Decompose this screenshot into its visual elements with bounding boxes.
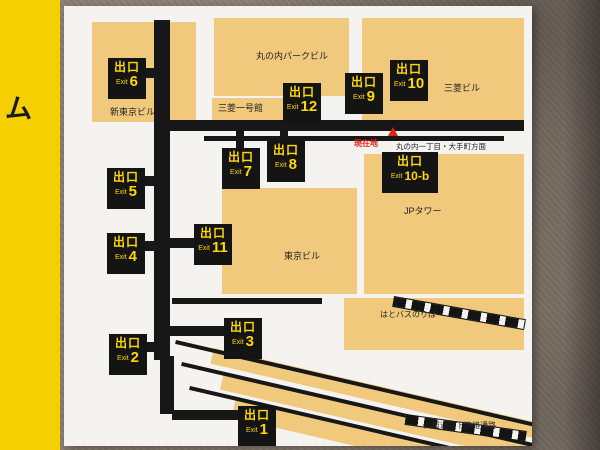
- exit-kanji-label: 出口: [395, 62, 422, 76]
- exit-number: 7: [243, 162, 252, 180]
- exit-kanji-label: 出口: [112, 235, 139, 249]
- label-jp-tower: JPタワー: [404, 206, 442, 216]
- underground-passage: [147, 342, 161, 352]
- underground-passage: [172, 410, 240, 420]
- exit-word-label: Exit: [115, 78, 128, 86]
- exit-kanji-label: 出口: [243, 408, 270, 422]
- current-location-marker: [388, 127, 398, 136]
- exit-number: 3: [245, 332, 254, 350]
- exit-kanji-label: 出口: [229, 320, 256, 334]
- exit-kanji-label: 出口: [199, 226, 226, 240]
- exit-number: 6: [129, 72, 138, 90]
- label-genzaichi: 現在地: [354, 139, 378, 148]
- exit-number: 8: [288, 155, 297, 173]
- underground-passage: [145, 241, 155, 251]
- label-direction-marunouchi-otemachi: 丸の内一丁目・大手町方面: [396, 142, 486, 151]
- exit-number: 9: [366, 87, 375, 105]
- label-tokyo-bldg: 東京ビル: [284, 251, 321, 261]
- underground-passage: [145, 176, 155, 186]
- underground-passage: [204, 136, 504, 141]
- underground-passage: [170, 326, 228, 336]
- underground-passage: [172, 298, 322, 304]
- exit-word-label: Exit: [274, 161, 287, 169]
- exit-word-label: Exit: [393, 80, 406, 88]
- label-shin-tokyo-bldg: 新東京ビル: [110, 107, 156, 117]
- partial-kana-text: ム: [5, 94, 32, 124]
- exit-word-label: Exit: [198, 244, 210, 252]
- exit-kanji-label: 出口: [272, 143, 299, 157]
- exit-number: 1: [259, 420, 268, 438]
- exit-word-label: Exit: [114, 188, 127, 196]
- underground-passage: [164, 120, 524, 131]
- exit-word-label: Exit: [229, 168, 242, 176]
- label-mitsubishi-bldg: 三菱ビル: [444, 83, 481, 93]
- exit-number: 10-b: [404, 168, 430, 183]
- underground-passage: [236, 131, 244, 153]
- building-block: [362, 18, 524, 122]
- exit-word-label: Exit: [390, 172, 403, 180]
- exit-number: 4: [128, 247, 137, 265]
- label-hatobus-boarding: はとバスのりば: [380, 310, 436, 319]
- exit-kanji-label: 出口: [396, 154, 423, 168]
- underground-passage: [280, 131, 288, 147]
- exit-word-label: Exit: [116, 354, 129, 362]
- exit-kanji-label: 出口: [350, 75, 377, 89]
- exit-number: 5: [128, 182, 137, 200]
- label-yaesu-underground-passage: 八重洲地下連絡通路: [424, 421, 496, 430]
- exit-kanji-label: 出口: [113, 60, 140, 74]
- exit-word-label: Exit: [231, 338, 244, 346]
- exit-number: 10: [407, 74, 425, 92]
- building-block: [222, 188, 357, 294]
- exit-word-label: Exit: [352, 93, 365, 101]
- building-block: [214, 18, 349, 96]
- exit-kanji-label: 出口: [112, 170, 139, 184]
- exit-word-label: Exit: [245, 426, 258, 434]
- exit-word-label: Exit: [114, 253, 127, 261]
- exit-number: 2: [130, 348, 139, 366]
- exit-word-label: Exit: [286, 103, 299, 111]
- underground-passage: [160, 356, 174, 414]
- exit-number: 11: [211, 238, 228, 256]
- label-marunouchi-park-bldg: 丸の内パークビル: [256, 51, 329, 61]
- exit-kanji-label: 出口: [227, 150, 254, 164]
- yellow-border-band: ム: [0, 0, 60, 450]
- underground-passage: [154, 20, 170, 360]
- underground-passage: [170, 238, 198, 248]
- underground-passage: [146, 68, 155, 78]
- label-mitsubishi-ichigokan: 三菱一号館: [218, 103, 264, 113]
- exit-kanji-label: 出口: [288, 85, 315, 99]
- exit-kanji-label: 出口: [114, 336, 141, 350]
- exit-number: 12: [300, 97, 318, 115]
